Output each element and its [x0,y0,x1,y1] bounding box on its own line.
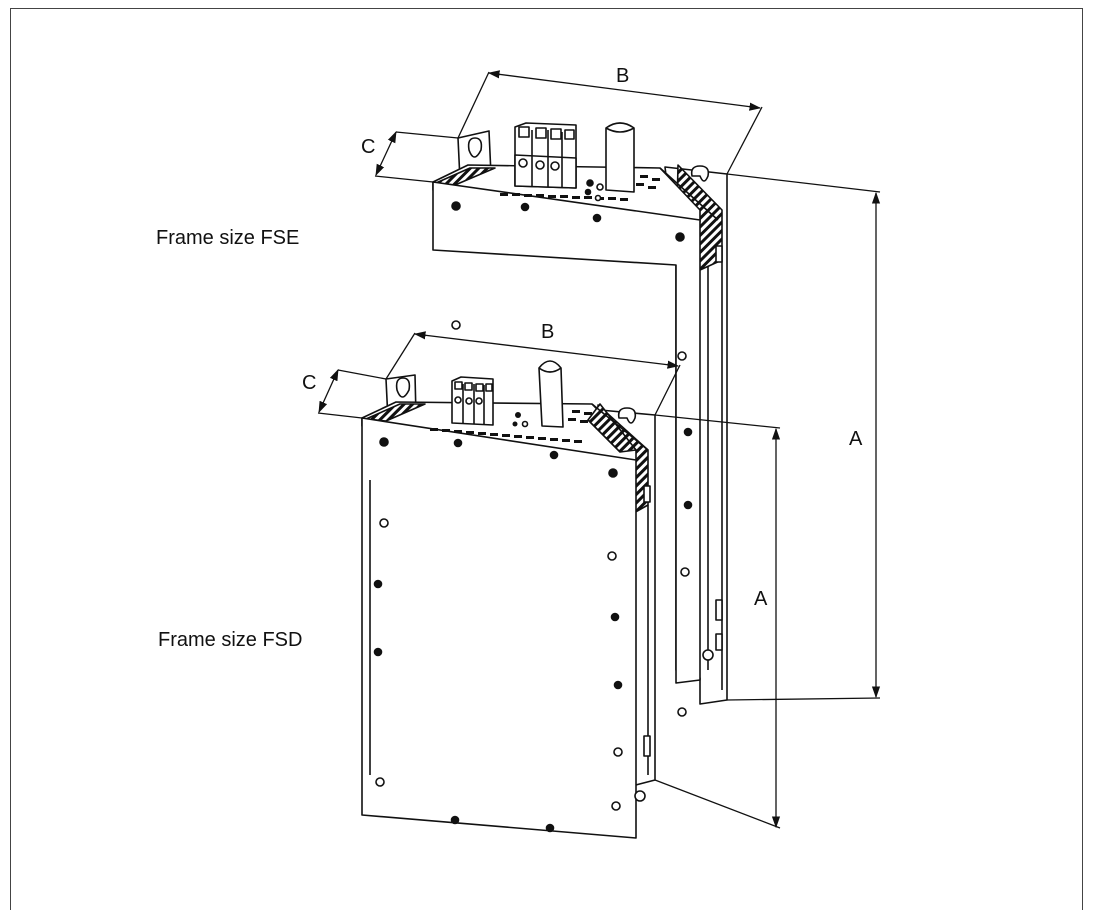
fsd-dimension-a: A [754,588,768,610]
frame-size-fse-label: Frame size FSE [156,227,299,249]
fse-terminal-block [514,122,577,189]
fse-cable-gland [584,122,635,202]
fsd-terminal-block [451,376,494,426]
fsd-unit [361,360,656,839]
fse-dimension-a: A [849,428,863,450]
fsd-front-panel [361,417,637,839]
frame-size-fsd-label: Frame size FSD [158,629,302,651]
fse-dimension-b: B [616,65,629,87]
fse-dimension-c: C [361,136,375,158]
figure-border [10,8,1083,910]
fse-front-panel [432,181,701,684]
dimension-lines [317,70,881,829]
fsd-dimension-c: C [302,372,316,394]
fse-unit [432,122,728,717]
fsd-cable-gland [538,360,564,428]
fsd-dimension-b: B [541,321,554,343]
